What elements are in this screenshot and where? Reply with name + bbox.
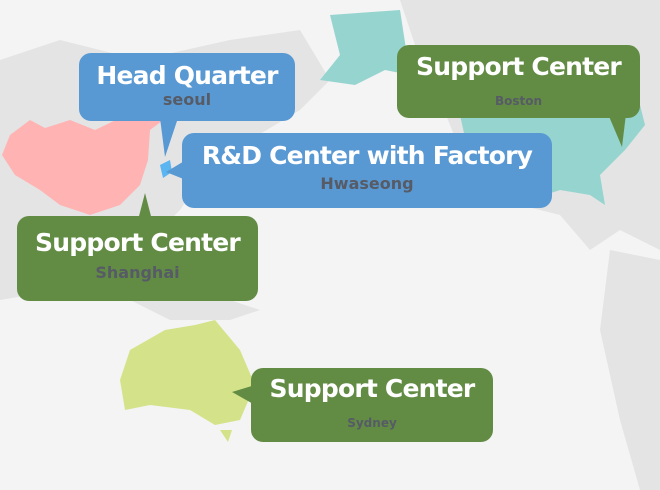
pointer-sydney [232,385,255,405]
pointer-boston [608,114,626,147]
pointer-hwaseong [166,160,186,180]
callout-support-sydney[interactable]: Support Center Sydney [251,368,493,442]
callout-head-quarter[interactable]: Head Quarter seoul [79,53,295,121]
callout-location: seoul [162,90,212,109]
tasmania [220,430,232,442]
callout-title: Support Center [35,228,241,257]
country-alaska [320,10,410,85]
callout-title: Support Center [416,52,622,81]
callout-location: Sydney [347,416,397,430]
callout-support-boston[interactable]: Support Center Boston [397,45,640,118]
callout-title: R&D Center with Factory [201,141,533,170]
callout-support-shanghai[interactable]: Support Center Shanghai [17,216,258,301]
country-korea [160,160,172,178]
callout-rd-center[interactable]: R&D Center with Factory Hwaseong [182,133,552,208]
country-australia [120,320,255,425]
callout-title: Head Quarter [96,61,278,90]
callout-location: Hwaseong [320,174,414,193]
callout-location: Boston [494,94,543,108]
callout-title: Support Center [269,374,476,403]
pointer-shanghai [138,193,152,220]
callout-location: Shanghai [95,263,180,282]
pointer-seoul [160,118,178,157]
land-south-america [600,250,660,490]
